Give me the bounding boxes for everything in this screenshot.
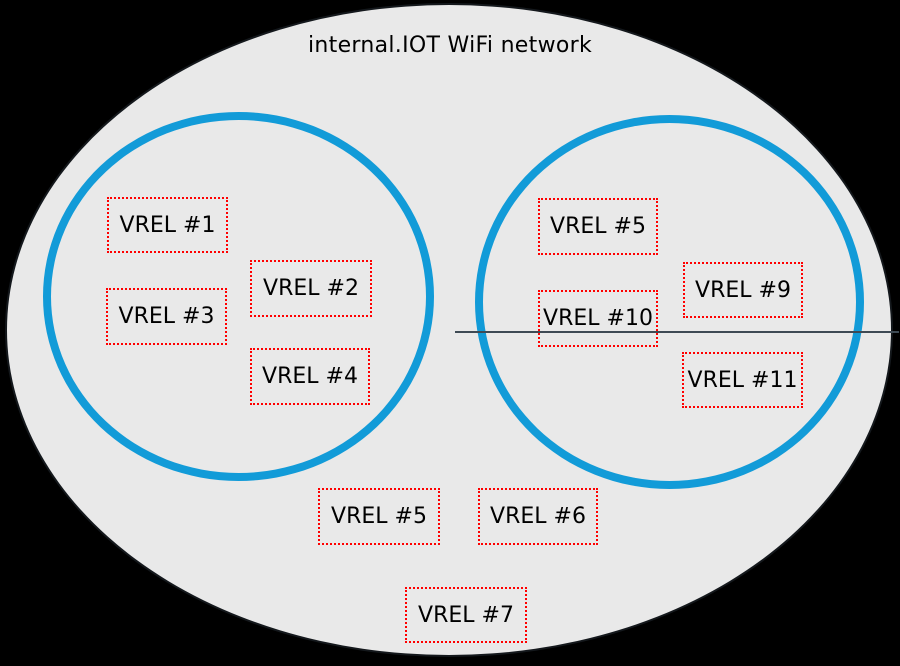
vrel-node-left-circle-vrel-2: VREL #2 <box>250 260 372 317</box>
vrel-node-left-circle-vrel-1: VREL #1 <box>107 197 228 253</box>
vrel-node-right-circle-vrel-11: VREL #11 <box>682 352 803 408</box>
network-title: internal.IOT WiFi network <box>307 33 593 58</box>
vrel-node-right-circle-vrel-9: VREL #9 <box>683 262 803 318</box>
vrel-node-left-circle-vrel-4: VREL #4 <box>250 348 370 405</box>
divider-line <box>455 331 899 333</box>
right-device-group-circle <box>475 115 864 489</box>
vrel-node-right-circle-vrel-10: VREL #10 <box>538 290 658 347</box>
vrel-node-left-circle-vrel-3: VREL #3 <box>106 288 227 345</box>
vrel-node-outside-circles-vrel-5: VREL #5 <box>318 488 440 545</box>
vrel-node-outside-circles-vrel-7: VREL #7 <box>405 587 527 643</box>
vrel-node-right-circle-vrel-5: VREL #5 <box>538 198 658 255</box>
left-device-group-circle <box>43 112 434 481</box>
vrel-node-outside-circles-vrel-6: VREL #6 <box>478 488 598 545</box>
